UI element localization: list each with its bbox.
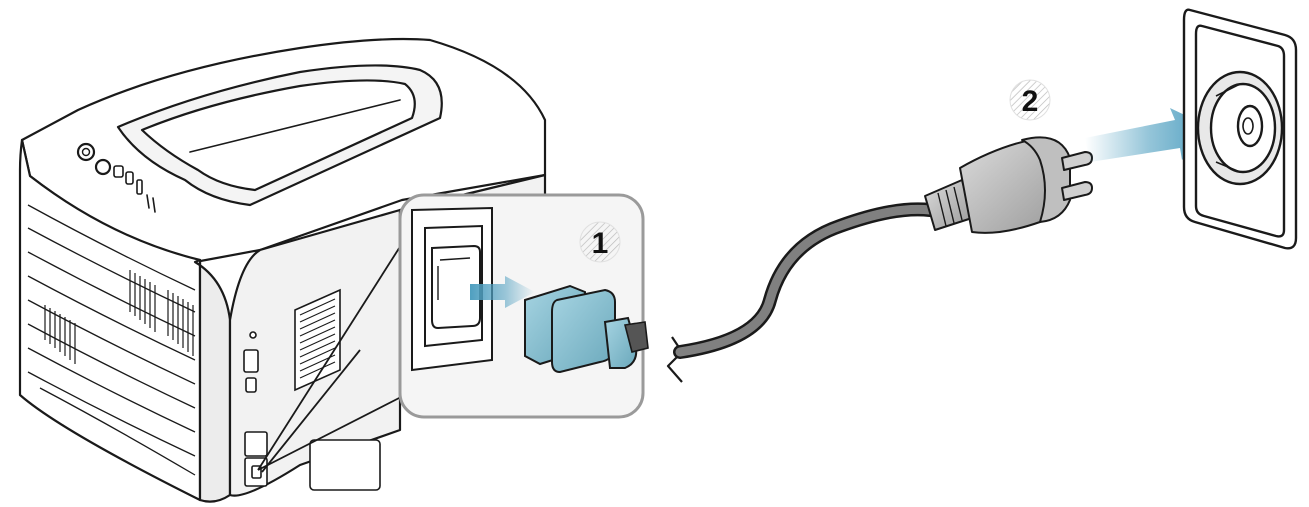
- step-badge-2: 2: [1009, 79, 1051, 121]
- step-badge-1: 1: [579, 221, 621, 263]
- cable-break-mark: [666, 336, 684, 383]
- step-number-1: 1: [592, 227, 609, 260]
- callout-leader-lines: [257, 241, 406, 473]
- insert-arrow-2: [1085, 108, 1212, 162]
- step-number-2: 2: [1022, 85, 1039, 118]
- wall-socket: [1182, 8, 1298, 250]
- schuko-plug: [924, 136, 1093, 234]
- power-cord: [673, 202, 937, 359]
- printer-vents: [44, 270, 194, 364]
- printer-side-grill: [27, 204, 196, 476]
- stray-mark: [62, 424, 66, 428]
- insert-arrow-1: [470, 276, 535, 308]
- printer-illustration: [18, 37, 547, 503]
- printer-rear-vent-lines: [299, 298, 336, 379]
